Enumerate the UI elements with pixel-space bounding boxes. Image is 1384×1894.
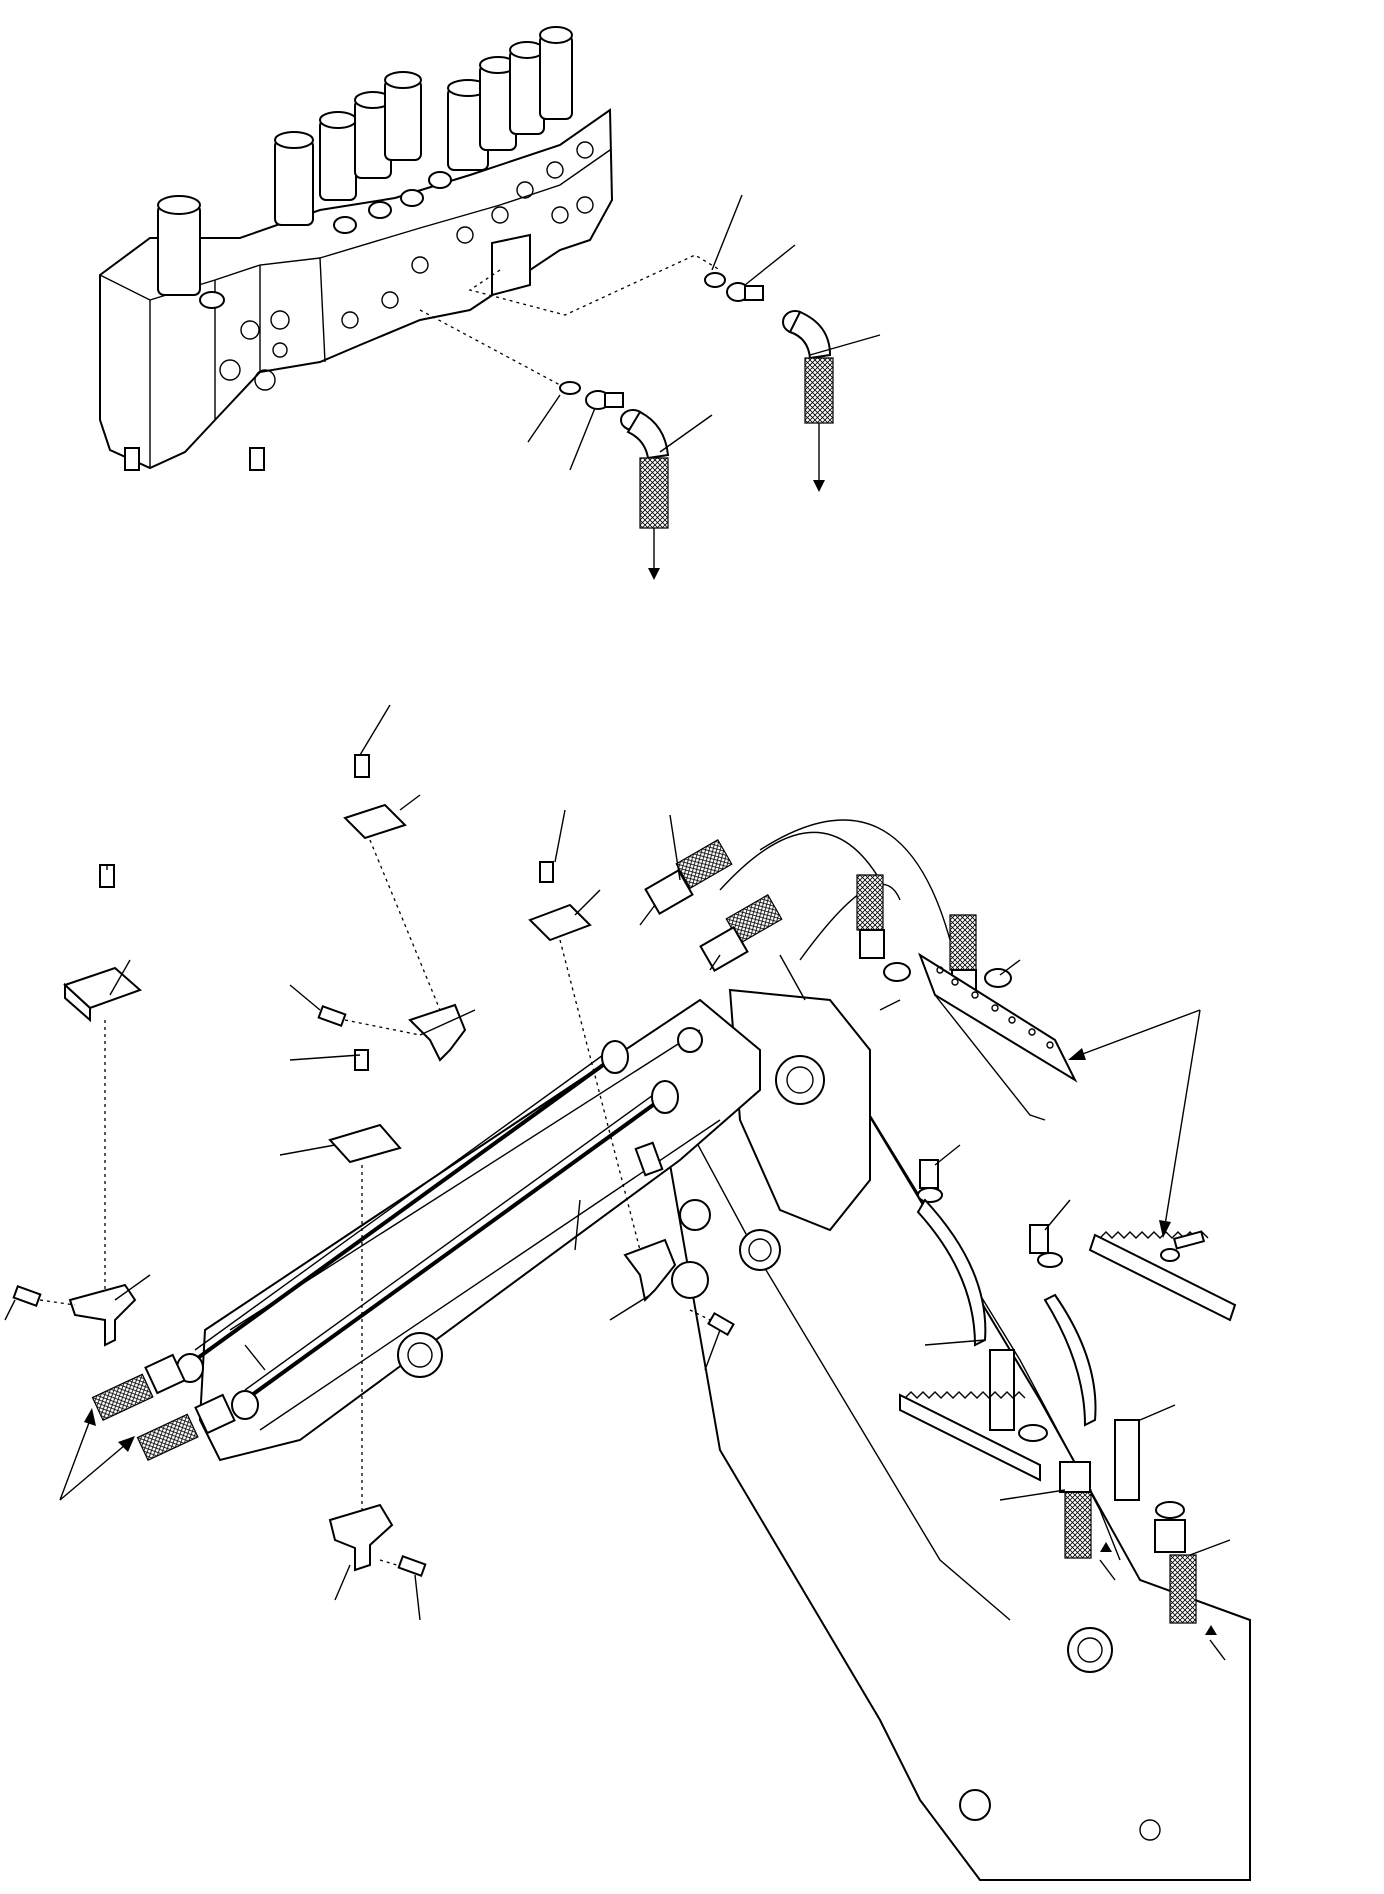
callout-leaders-lower — [5, 705, 1230, 1620]
top-hoses — [640, 820, 1011, 996]
valve-hose-1 — [560, 382, 668, 580]
boom — [200, 990, 1250, 1880]
callout-leaders-upper — [528, 195, 880, 470]
valve-hose-2 — [705, 273, 833, 492]
mounting-plate — [920, 955, 1075, 1120]
valve-fittings — [200, 172, 451, 308]
valve-ports — [220, 142, 593, 390]
flow-arrows — [60, 1010, 1200, 1500]
solenoid-cylinders — [158, 27, 572, 295]
boom-pipes — [92, 1041, 678, 1460]
right-pipes — [900, 1160, 1235, 1660]
control-valve — [100, 27, 612, 470]
clamps-and-bolts — [14, 755, 734, 1576]
